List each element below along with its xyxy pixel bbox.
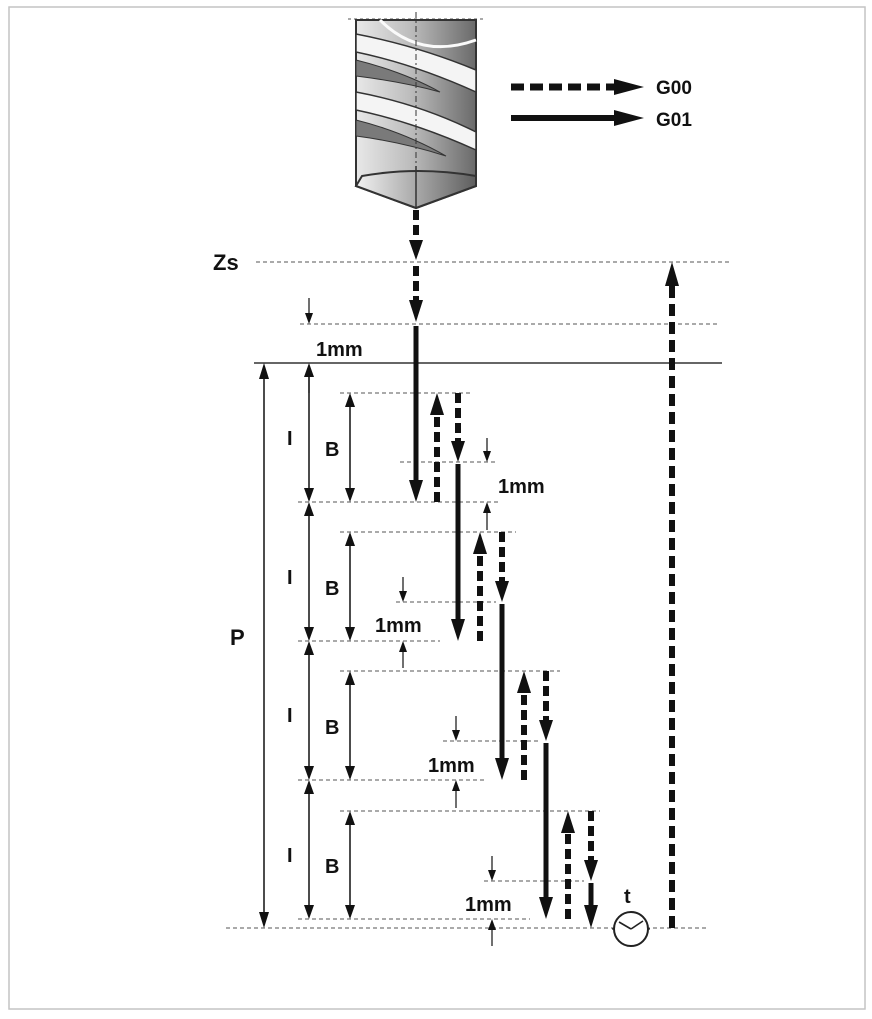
step-dimension-4 bbox=[304, 780, 314, 919]
return-dimension-3 bbox=[345, 671, 355, 780]
return-dimension-1 bbox=[345, 393, 355, 502]
return-label-3: B bbox=[325, 717, 339, 739]
feed-step-2 bbox=[451, 464, 465, 641]
return-dimension-4 bbox=[345, 811, 355, 919]
dimension-markers bbox=[259, 298, 496, 946]
reference-lines bbox=[226, 261, 730, 929]
rapid-reentry-3 bbox=[539, 671, 553, 741]
rapid-return-1 bbox=[430, 393, 444, 502]
step-label-2: I bbox=[287, 567, 293, 589]
diagram-border bbox=[8, 6, 866, 1010]
return-label-4: B bbox=[325, 856, 339, 878]
feed-step-1 bbox=[409, 326, 423, 502]
step-dimension-1 bbox=[304, 363, 314, 502]
step-label-1: I bbox=[287, 428, 293, 450]
legend-feed-label: G01 bbox=[656, 110, 692, 131]
approach-label: 1mm bbox=[316, 339, 363, 361]
rapid-approach-arrow bbox=[409, 210, 423, 322]
drill-bit-icon bbox=[348, 12, 486, 210]
clearance-marker-1 bbox=[483, 438, 491, 530]
legend-rapid-arrow bbox=[511, 79, 644, 95]
clock-icon bbox=[612, 911, 650, 947]
feed-step-3 bbox=[495, 604, 509, 780]
rapid-retract-arrow bbox=[665, 262, 679, 928]
safety-plane-label: Zs bbox=[213, 250, 239, 275]
rapid-return-2 bbox=[473, 532, 487, 641]
step-label-4: I bbox=[287, 845, 293, 867]
rapid-reentry-2 bbox=[495, 532, 509, 602]
feed-final bbox=[584, 883, 598, 928]
clearance-marker-3 bbox=[452, 716, 460, 808]
step-label-3: I bbox=[287, 705, 293, 727]
clearance-marker-4 bbox=[488, 856, 496, 946]
tool-path bbox=[409, 210, 679, 928]
legend: G00 G01 bbox=[511, 78, 692, 131]
rapid-return-3 bbox=[517, 671, 531, 780]
clearance-label-3: 1mm bbox=[428, 755, 475, 777]
clearance-marker-2 bbox=[399, 577, 407, 668]
dwell-label: t bbox=[624, 886, 631, 908]
return-label-2: B bbox=[325, 578, 339, 600]
labels: Zs 1mm P t I I I I B B B B 1mm 1mm 1mm 1… bbox=[213, 250, 631, 916]
clearance-label-4: 1mm bbox=[465, 894, 512, 916]
step-dimension-3 bbox=[304, 641, 314, 780]
rapid-reentry-1 bbox=[451, 393, 465, 462]
clearance-label-1: 1mm bbox=[498, 476, 545, 498]
rapid-reentry-4 bbox=[584, 811, 598, 881]
clearance-label-2: 1mm bbox=[375, 615, 422, 637]
feed-step-4 bbox=[539, 743, 553, 919]
return-dimension-2 bbox=[345, 532, 355, 641]
return-label-1: B bbox=[325, 439, 339, 461]
step-dimension-2 bbox=[304, 502, 314, 641]
legend-rapid-label: G00 bbox=[656, 78, 692, 99]
total-depth-dimension bbox=[259, 363, 269, 928]
total-depth-label: P bbox=[230, 625, 245, 650]
rapid-return-4 bbox=[561, 811, 575, 919]
legend-feed-arrow bbox=[511, 110, 644, 126]
